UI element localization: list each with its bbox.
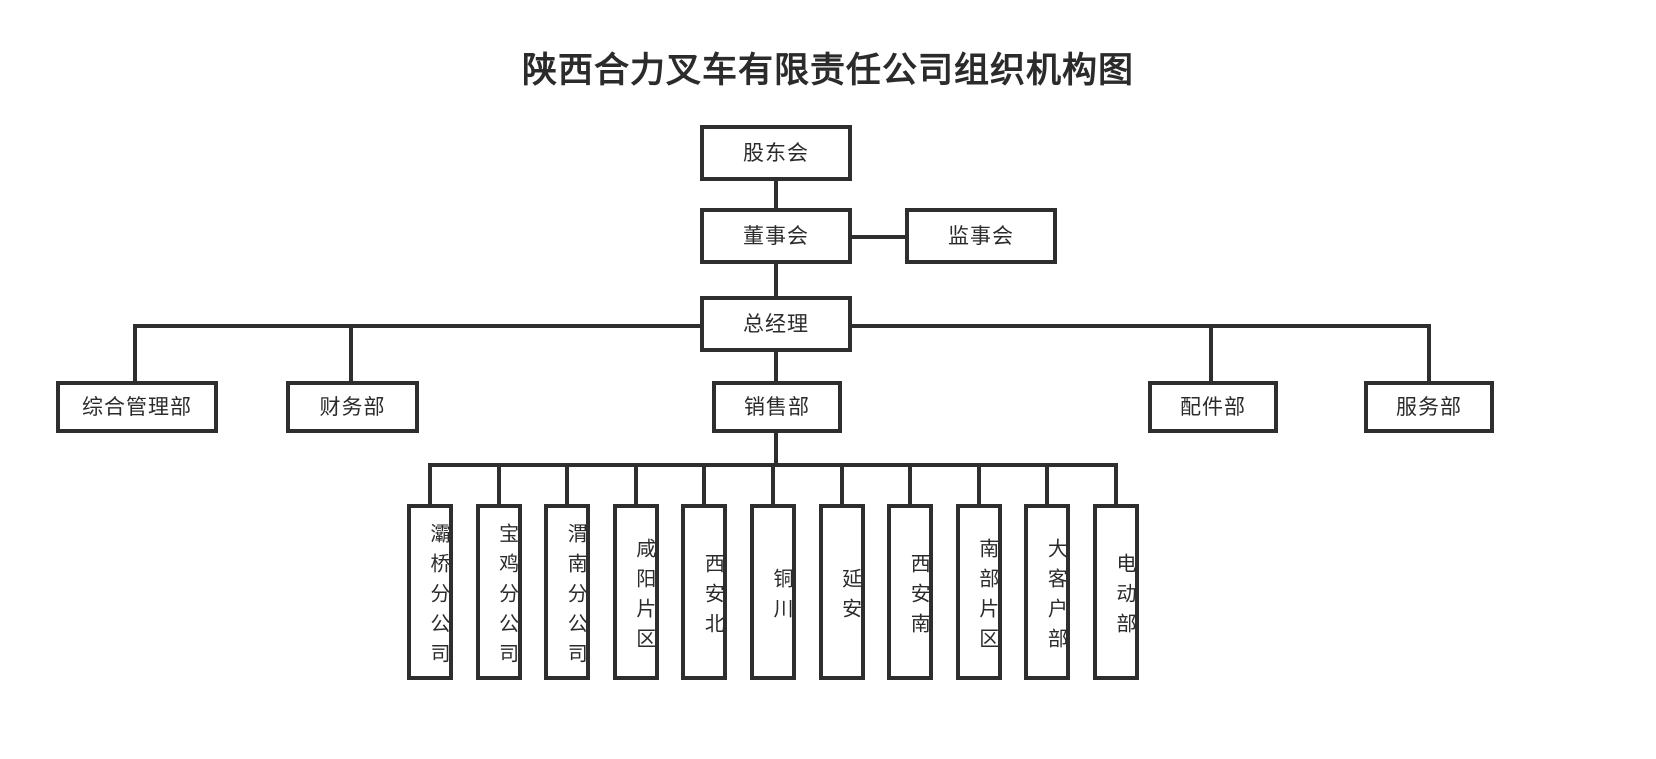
node-admin-dept-label: 综合管理部 — [82, 394, 192, 419]
connector-drop-admin — [133, 324, 137, 381]
node-supervisors-label: 监事会 — [948, 223, 1014, 248]
node-parts-dept-label: 配件部 — [1180, 394, 1246, 419]
node-key-account[interactable]: 大客户部 — [1024, 504, 1071, 680]
node-service-dept[interactable]: 服务部 — [1364, 381, 1494, 433]
connector-drop-xianyang — [633, 463, 638, 504]
page-title: 陕西合力叉车有限责任公司组织机构图 — [521, 51, 1134, 90]
connector-drop-finance — [349, 324, 353, 381]
node-supervisors[interactable]: 监事会 — [905, 208, 1057, 264]
connector-drop-key-account — [1045, 463, 1050, 504]
node-baoji-label: 宝鸡分公司 — [495, 523, 518, 673]
connector-drop-xian-south — [908, 463, 913, 504]
node-parts-dept[interactable]: 配件部 — [1148, 381, 1278, 433]
node-service-dept-label: 服务部 — [1396, 394, 1462, 419]
node-south-area[interactable]: 南部片区 — [955, 504, 1002, 680]
node-electric[interactable]: 电动部 — [1093, 504, 1139, 680]
connector-drop-sales — [774, 350, 778, 381]
connector-drop-south-area — [976, 463, 981, 504]
connector-drop-electric — [1114, 463, 1118, 504]
node-bachiao[interactable]: 灞桥分公司 — [407, 504, 453, 680]
node-board[interactable]: 董事会 — [700, 208, 852, 264]
node-tongchuan-label: 铜川 — [770, 568, 792, 628]
node-xian-south[interactable]: 西安南 — [887, 504, 934, 680]
node-xian-south-label: 西安南 — [907, 553, 930, 643]
node-baoji[interactable]: 宝鸡分公司 — [475, 504, 522, 680]
node-weinan[interactable]: 渭南分公司 — [544, 504, 591, 680]
node-admin-dept[interactable]: 综合管理部 — [56, 381, 218, 433]
node-bachiao-label: 灞桥分公司 — [427, 523, 449, 673]
connector-drop-bachiao — [428, 463, 432, 504]
node-yanan[interactable]: 延安 — [818, 504, 865, 680]
node-finance-dept-label: 财务部 — [319, 394, 386, 419]
connector-sales-to-subbus — [774, 430, 778, 465]
connector-board-supervisors — [851, 235, 907, 239]
node-shareholders[interactable]: 股东会 — [700, 125, 852, 181]
node-shareholders-label: 股东会 — [743, 140, 809, 165]
node-xianyang-label: 咸阳片区 — [632, 538, 655, 658]
node-key-account-label: 大客户部 — [1044, 538, 1067, 658]
node-board-label: 董事会 — [743, 223, 809, 248]
connector-drop-xian-north — [702, 463, 707, 504]
connector-drop-baoji — [496, 463, 501, 504]
node-xian-north[interactable]: 西安北 — [681, 504, 728, 680]
connector-shareholders-board — [774, 179, 778, 212]
node-weinan-label: 渭南分公司 — [564, 523, 587, 673]
node-general-manager-label: 总经理 — [743, 311, 809, 336]
connector-board-manager — [774, 262, 778, 297]
connector-drop-weinan — [565, 463, 570, 504]
connector-drop-service — [1427, 324, 1431, 381]
node-sales-dept-label: 销售部 — [744, 394, 810, 419]
node-xian-north-label: 西安北 — [701, 553, 724, 643]
connector-drop-tongchuan — [771, 463, 775, 504]
node-yanan-label: 延安 — [838, 568, 861, 628]
connector-drop-yanan — [839, 463, 844, 504]
node-general-manager[interactable]: 总经理 — [700, 296, 852, 352]
connector-drop-parts — [1209, 324, 1213, 381]
node-xianyang[interactable]: 咸阳片区 — [612, 504, 659, 680]
node-electric-label: 电动部 — [1113, 553, 1135, 643]
node-finance-dept[interactable]: 财务部 — [286, 381, 419, 433]
node-sales-dept[interactable]: 销售部 — [712, 381, 842, 433]
node-tongchuan[interactable]: 铜川 — [750, 504, 796, 680]
node-south-area-label: 南部片区 — [975, 538, 998, 658]
